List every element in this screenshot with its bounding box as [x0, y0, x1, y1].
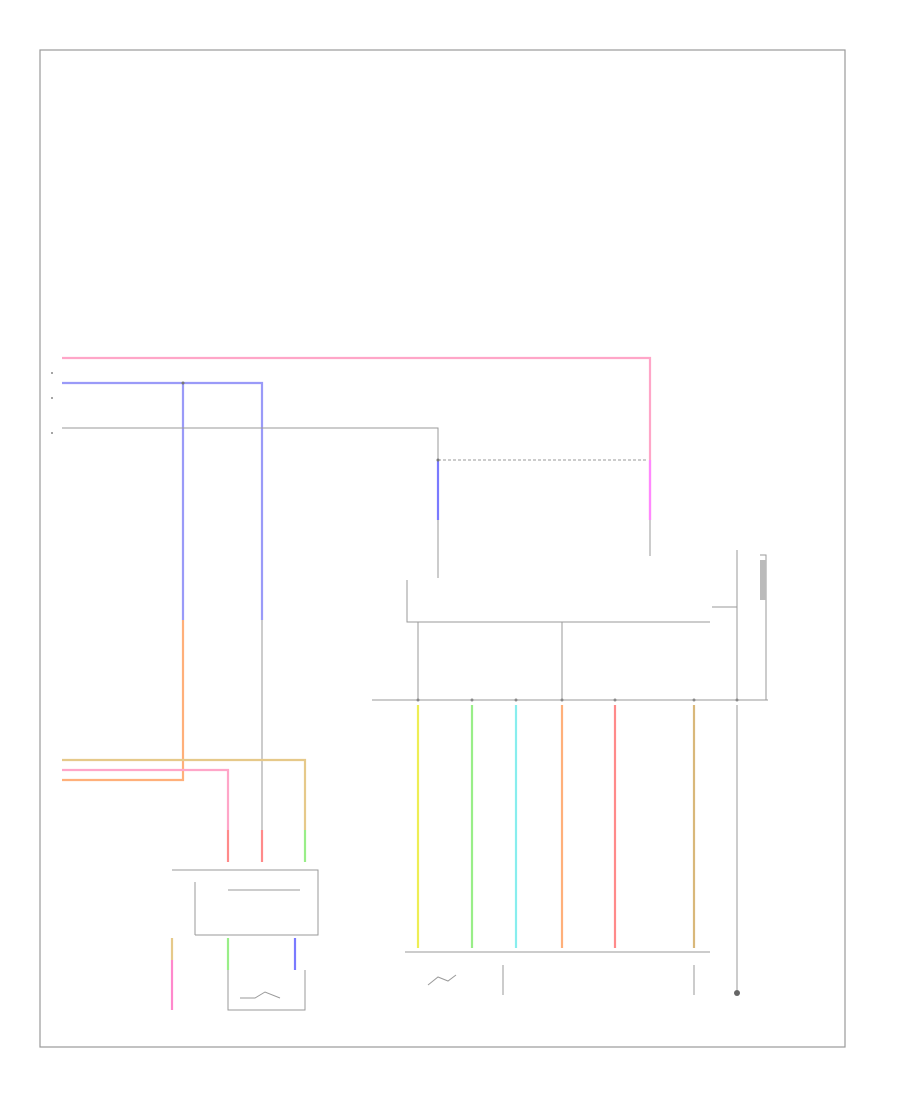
- bus-taps: [416, 698, 739, 702]
- lower-left-relay: [170, 938, 306, 1011]
- upper-junction: [436, 458, 652, 578]
- lower-module: [405, 951, 710, 995]
- upper-module: [406, 550, 738, 700]
- signal-wires: [416, 705, 740, 996]
- diagram-frame: [39, 49, 846, 1048]
- ground-icon: [734, 990, 740, 996]
- blue-power-wire: [62, 381, 264, 620]
- wire-start-markers: [51, 372, 53, 434]
- switch-cluster: [172, 830, 319, 936]
- right-component-box: [745, 554, 767, 701]
- gray-ground-wire: [62, 427, 439, 578]
- left-drop-wires: [62, 620, 307, 830]
